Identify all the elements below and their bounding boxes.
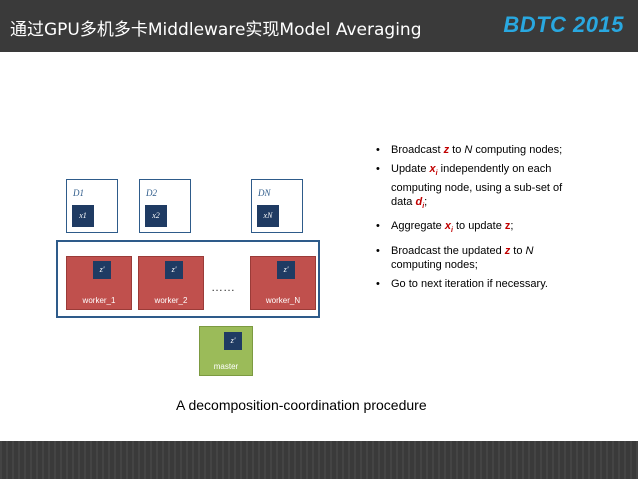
master-label: master — [213, 362, 239, 371]
worker-label: worker_2 — [154, 296, 188, 305]
diagram-caption: A decomposition-coordination procedure — [176, 397, 427, 413]
ellipsis: …… — [211, 280, 235, 294]
header-bar: 通过GPU多机多卡Middleware实现Model Averaging BDT… — [0, 0, 638, 52]
step-item: Broadcast z to N computing nodes; — [374, 143, 579, 157]
worker-label: worker_1 — [82, 296, 116, 305]
procedure-steps: Broadcast z to N computing nodes; Update… — [374, 143, 579, 296]
worker-n: z' worker_N — [250, 256, 316, 310]
worker-1: z' worker_1 — [66, 256, 132, 310]
x-cell: x1 — [72, 205, 94, 227]
z-cell: z' — [165, 261, 183, 279]
worker-2: z' worker_2 — [138, 256, 204, 310]
z-cell: z' — [93, 261, 111, 279]
worker-label: worker_N — [265, 296, 301, 305]
step-item: Broadcast the updated z to N computing n… — [374, 244, 579, 272]
footer-bar — [0, 441, 638, 479]
data-block-2: D2 x2 — [139, 179, 191, 233]
x-cell: xN — [257, 205, 279, 227]
slide-title: 通过GPU多机多卡Middleware实现Model Averaging — [10, 20, 422, 40]
z-cell: z' — [277, 261, 295, 279]
step-item: Aggregate xi to update z; — [374, 219, 579, 238]
bdtc-logo: BDTC 2015 — [503, 12, 624, 37]
data-label: D1 — [73, 188, 84, 198]
data-block-1: D1 x1 — [66, 179, 118, 233]
step-item: Update xi independently on each computin… — [374, 162, 579, 214]
step-item: Go to next iteration if necessary. — [374, 277, 579, 291]
z-cell: z' — [224, 332, 242, 350]
x-cell: x2 — [145, 205, 167, 227]
data-label: DN — [258, 188, 271, 198]
data-label: D2 — [146, 188, 157, 198]
master-node: z' master — [199, 326, 253, 376]
data-block-n: DN xN — [251, 179, 303, 233]
